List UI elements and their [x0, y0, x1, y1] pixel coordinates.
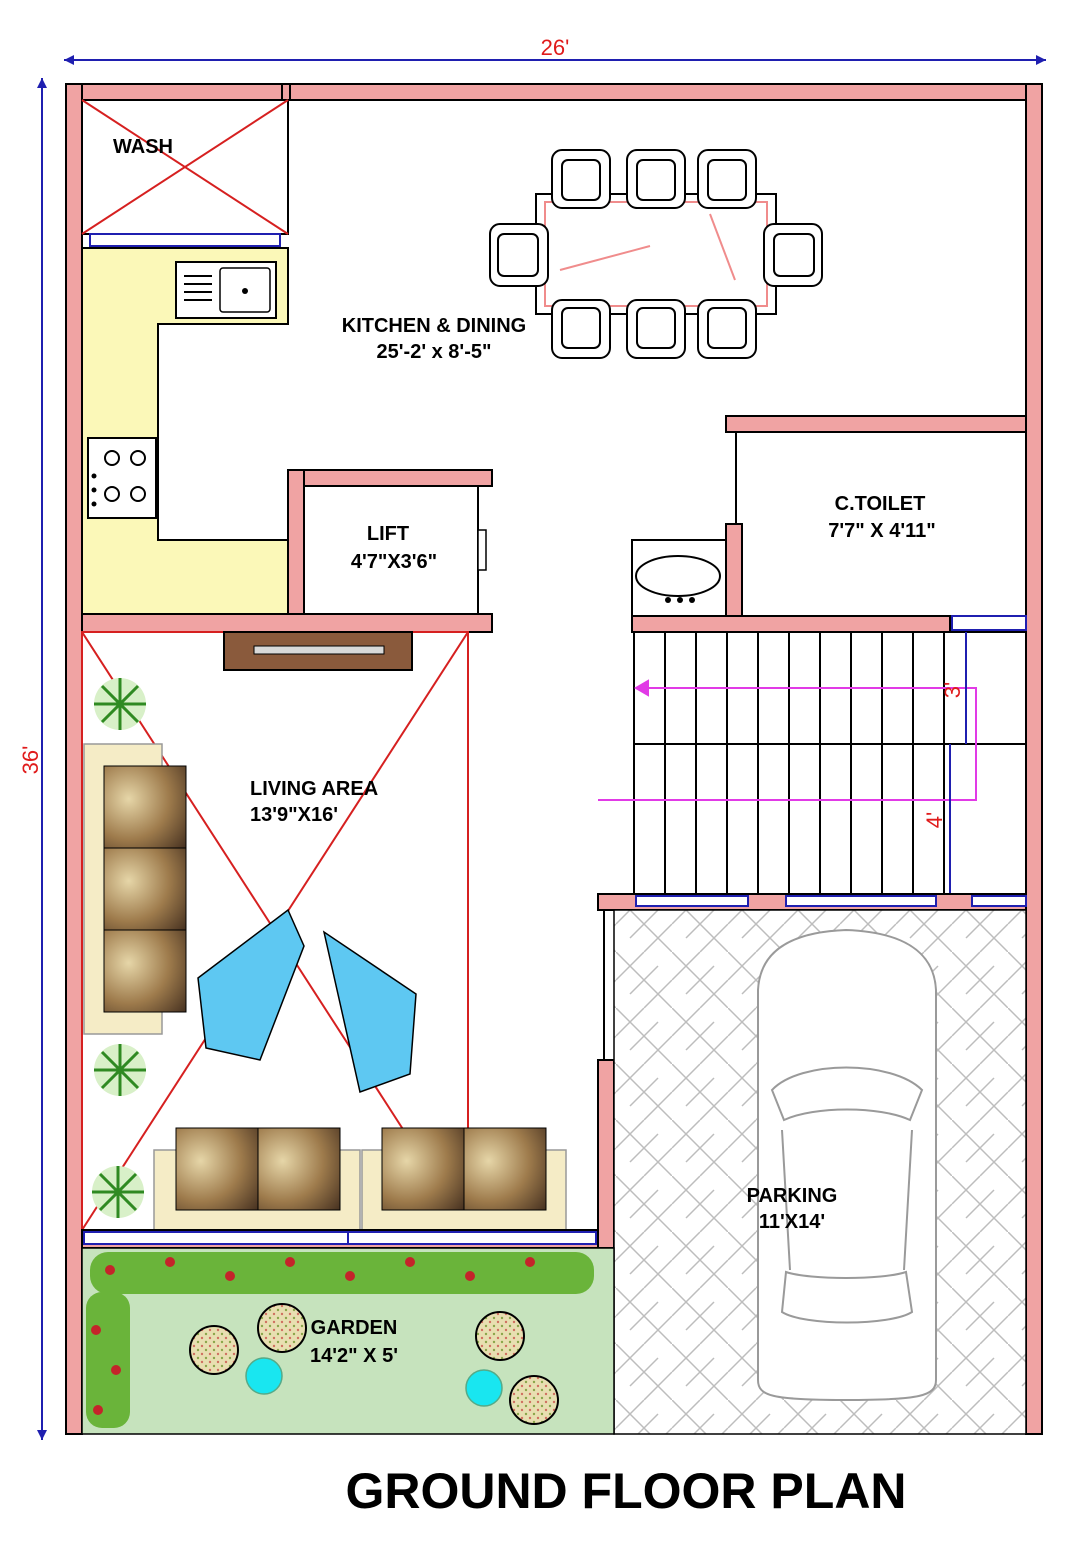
- stove-icon: [87, 437, 157, 519]
- parking-area: PARKING 11'X14': [613, 909, 1027, 1435]
- living-bottom-wall: [81, 1229, 599, 1249]
- toilet-label: C.TOILET: [835, 493, 926, 515]
- dining-table-icon: [489, 149, 823, 359]
- garden-size: 14'2" X 5': [310, 1345, 398, 1367]
- garden-area: GARDEN 14'2" X 5': [81, 1247, 615, 1435]
- kitchen-size: 25'-2' x 8'-5": [377, 341, 492, 363]
- living-size: 13'9"X16': [250, 804, 338, 826]
- kitchen-label: KITCHEN & DINING: [342, 315, 526, 337]
- sink-icon: [175, 261, 277, 319]
- car-icon: [757, 928, 937, 1402]
- kitchen-counter: [81, 247, 289, 615]
- stair-bottom-wall: [597, 893, 1027, 911]
- lift-label: LIFT: [367, 523, 409, 545]
- width-label: 26': [541, 35, 570, 60]
- garden-seat-icon: [189, 1303, 559, 1425]
- garden-label: GARDEN: [311, 1317, 398, 1339]
- living-area: LIVING AREA 13'9"X16': [81, 631, 567, 1231]
- lift-room: LIFT 4'7"X3'6": [81, 469, 493, 633]
- outer-walls: [65, 83, 1043, 1435]
- wash-area: WASH: [81, 99, 289, 247]
- wash-label: WASH: [113, 136, 173, 158]
- coffee-table-icon: [197, 908, 417, 1093]
- hedge-icon: [86, 1252, 594, 1428]
- parking-divider-wall: [597, 910, 615, 1249]
- tv-unit-icon: [223, 631, 413, 671]
- plan-title: GROUND FLOOR PLAN: [345, 1463, 906, 1519]
- washbasin-icon: [631, 539, 727, 617]
- sofa-bottom-icon: [153, 1127, 567, 1231]
- lift-size: 4'7"X3'6": [351, 551, 437, 573]
- height-label: 36': [18, 746, 43, 775]
- toilet-size: 7'7" X 4'11": [828, 520, 935, 542]
- living-label: LIVING AREA: [250, 778, 378, 800]
- sofa-left-icon: [83, 743, 187, 1035]
- staircase: 3' 4': [598, 631, 1027, 895]
- parking-size: 11'X14': [759, 1211, 825, 1233]
- width-dimension: 26': [64, 35, 1046, 65]
- stair-lower-dimension: 4': [922, 812, 947, 828]
- stair-upper-dimension: 3': [940, 682, 965, 698]
- toilet-room: C.TOILET 7'7" X 4'11": [631, 415, 1027, 633]
- parking-label: PARKING: [747, 1185, 838, 1207]
- chair-icon: [489, 149, 823, 359]
- plant-icon: [92, 678, 146, 1218]
- height-dimension: 36': [18, 78, 47, 1440]
